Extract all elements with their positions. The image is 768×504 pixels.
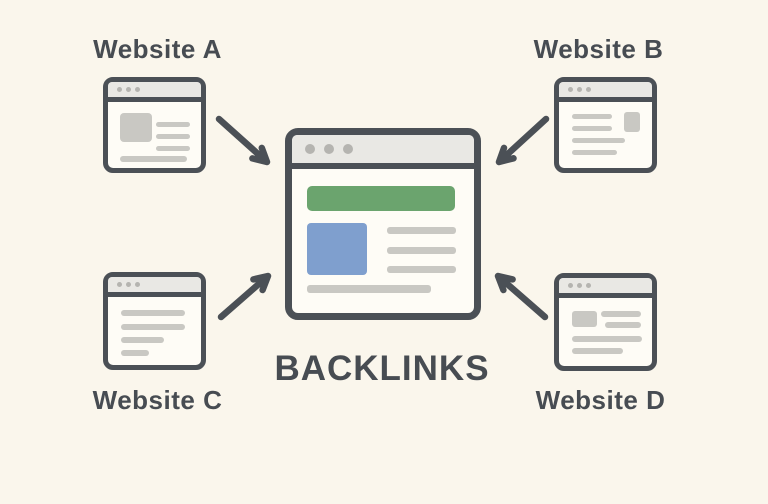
arrow-c-to-center-icon [217,272,272,321]
thumbnail-block [572,311,597,327]
text-line-wide [121,324,185,330]
window-dot-icon [117,282,122,287]
window-titlebar [292,135,474,169]
website-a-browser-window-icon [103,77,206,173]
window-content [108,297,201,365]
text-line [156,134,190,139]
window-titlebar [559,82,652,102]
text-line [572,114,612,119]
window-dot-icon [117,87,122,92]
window-dot-icon [568,87,573,92]
window-titlebar [108,82,201,102]
backlinks-title: BACKLINKS [274,349,490,388]
website-c-browser-window-icon [103,272,206,370]
window-titlebar [559,278,652,298]
text-line [121,337,164,343]
thumbnail-block [120,113,152,142]
window-dot-icon [568,283,573,288]
window-dot-icon [586,87,591,92]
window-dot-icon [126,87,131,92]
text-line-wide [307,285,431,293]
window-dot-icon [126,282,131,287]
window-dot-icon [135,87,140,92]
website-a-label: Website A [93,34,222,64]
window-dot-icon [577,283,582,288]
window-dot-icon [305,144,315,154]
text-line [387,227,456,234]
window-content [108,102,201,168]
thumbnail-block [624,112,640,132]
arrow-d-to-center-icon [494,272,549,321]
arrow-b-to-center-icon [495,115,550,166]
window-dot-icon [324,144,334,154]
website-d-label: Website D [535,385,666,415]
text-line [572,348,623,354]
window-dot-icon [343,144,353,154]
window-dot-icon [135,282,140,287]
window-dot-icon [586,283,591,288]
window-content [292,169,474,313]
text-line [387,266,456,273]
window-dot-icon [577,87,582,92]
image-block [307,223,367,275]
text-line [387,247,456,254]
website-b-label: Website B [533,34,664,64]
text-line [572,126,612,131]
window-content [559,102,652,168]
backlinks-page-browser-window-icon [285,128,481,320]
website-d-browser-window-icon [554,273,657,371]
arrow-a-to-center-icon [215,115,271,166]
text-line-short [121,350,149,356]
text-line [601,311,641,317]
text-line [605,322,641,328]
website-c-label: Website C [92,385,223,415]
window-content [559,298,652,366]
text-line [156,146,190,151]
text-line-wide [572,138,625,143]
website-b-browser-window-icon [554,77,657,173]
text-line [156,122,190,127]
hero-banner-block [307,186,455,211]
text-line [572,150,617,155]
text-line-wide [572,336,642,342]
window-titlebar [108,277,201,297]
text-line-wide [121,310,185,316]
text-line-wide [120,156,187,162]
